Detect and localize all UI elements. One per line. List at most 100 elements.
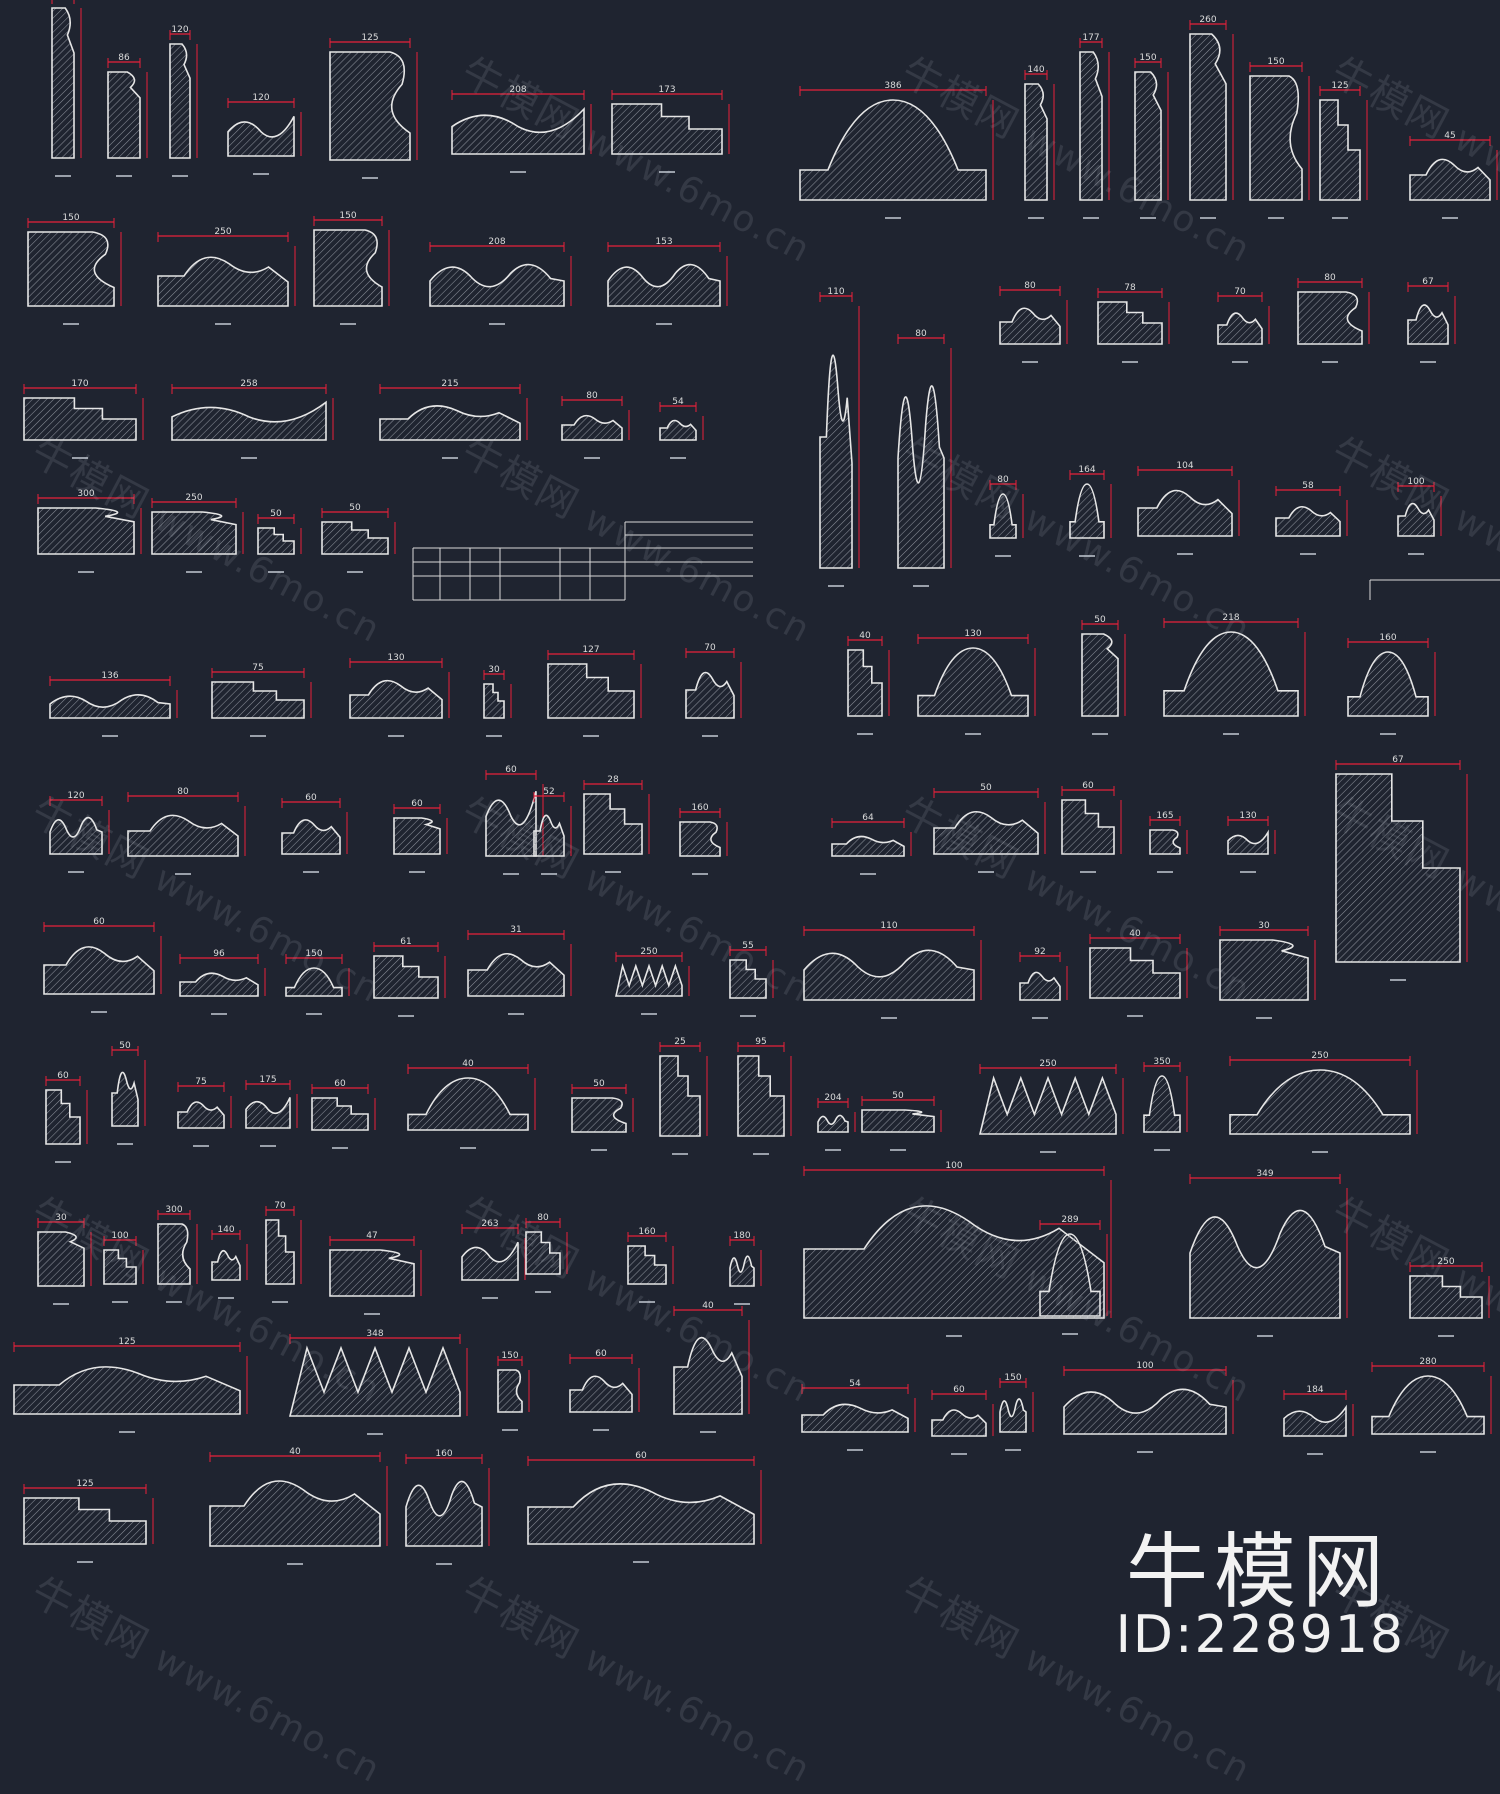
profile-section (547, 663, 635, 719)
molding-profile: 96 (179, 949, 266, 1015)
title-block (412, 521, 1500, 601)
dimension-label: 250 (1311, 1051, 1328, 1061)
profile-section (561, 414, 623, 441)
dimension-label: 60 (305, 793, 317, 803)
profile-section (1137, 489, 1233, 537)
molding-profiles: 1608612012012520817338614017715026015012… (13, 0, 1498, 1565)
dimension-label: 30 (55, 1213, 67, 1223)
molding-profile: 30 (483, 665, 512, 737)
profile-section (799, 99, 987, 201)
dimension-label: 40 (1129, 929, 1141, 939)
dimension-label: 120 (67, 791, 84, 801)
profile-section (497, 1369, 523, 1413)
dimension-label: 31 (510, 925, 521, 935)
dimension-label: 258 (240, 379, 257, 389)
profile-section (288, 1345, 461, 1417)
dimension-label: 150 (339, 211, 356, 221)
dimension-label: 130 (387, 653, 404, 663)
dimension-label: 160 (1379, 633, 1396, 643)
molding-profile: 125 (329, 33, 418, 179)
molding-profile: 95 (737, 1037, 792, 1155)
profile-section (405, 1480, 483, 1547)
dimension-label: 150 (1267, 57, 1284, 67)
molding-profile: 386 (799, 81, 994, 219)
molding-profile: 86 (107, 53, 148, 177)
profile-section (817, 1114, 849, 1133)
dimension-label: 40 (859, 631, 871, 641)
profile-section (533, 814, 565, 857)
molding-profile: 55 (729, 941, 774, 1017)
molding-profile: 150 (27, 213, 122, 325)
dimension-label: 47 (366, 1231, 377, 1241)
molding-profile: 348 (288, 1329, 468, 1435)
profile-section (999, 1398, 1027, 1433)
dimension-label: 170 (71, 379, 88, 389)
profile-section (169, 43, 191, 159)
dimension-label: 60 (411, 799, 423, 809)
molding-profile: 75 (211, 663, 312, 737)
profile-section (151, 511, 237, 555)
profile-section (111, 1071, 139, 1127)
molding-profile: 54 (801, 1379, 916, 1451)
molding-profile: 104 (1137, 461, 1240, 555)
profile-section (1275, 505, 1341, 537)
molding-profile: 70 (1217, 287, 1270, 363)
profile-section (931, 1409, 987, 1437)
molding-profile: 160 (679, 803, 728, 875)
molding-profile: 100 (103, 1231, 144, 1303)
molding-profile: 250 (157, 227, 296, 325)
dimension-label: 52 (543, 787, 554, 797)
molding-profile: 208 (451, 85, 592, 173)
profile-section (999, 307, 1061, 345)
dimension-label: 40 (462, 1059, 474, 1069)
molding-profile: 30 (1219, 921, 1316, 1019)
molding-profile: 218 (1163, 613, 1306, 735)
profile-section (227, 116, 295, 157)
dimension-label: 349 (1256, 1169, 1273, 1179)
profile-section (321, 521, 389, 555)
molding-profile: 170 (23, 379, 144, 459)
dimension-label: 289 (1061, 1215, 1078, 1225)
profile-section (1297, 291, 1363, 345)
dimension-label: 58 (1302, 481, 1314, 491)
dimension-label: 125 (361, 33, 378, 43)
molding-profile: 215 (379, 379, 528, 459)
dimension-label: 54 (849, 1379, 861, 1389)
molding-profile: 100 (803, 1161, 1112, 1337)
profile-section (989, 493, 1017, 539)
molding-profile: 150 (999, 1373, 1034, 1451)
molding-profile: 60 (311, 1079, 376, 1149)
profile-section (211, 1249, 241, 1281)
profile-section (1283, 1404, 1347, 1437)
dimension-label: 86 (118, 53, 130, 63)
molding-profile: 164 (1069, 465, 1112, 557)
molding-profile: 136 (49, 671, 178, 737)
dimension-label: 160 (638, 1227, 655, 1237)
dimension-label: 67 (1422, 277, 1433, 287)
profile-section (607, 263, 721, 307)
molding-profile: 250 (1229, 1051, 1418, 1153)
profile-section (803, 1205, 1105, 1319)
profile-section (429, 263, 565, 307)
dimension-label: 80 (177, 787, 189, 797)
dimension-label: 130 (964, 629, 981, 639)
profile-section (379, 405, 521, 441)
molding-profile: 40 (209, 1447, 388, 1565)
dimension-label: 136 (101, 671, 118, 681)
profile-section (1189, 1209, 1341, 1319)
dimension-label: 60 (595, 1349, 607, 1359)
molding-profile: 50 (571, 1079, 634, 1151)
profile-section (1319, 99, 1361, 201)
dimension-label: 50 (119, 1041, 131, 1051)
profile-section (1189, 33, 1227, 201)
dimension-label: 75 (195, 1077, 206, 1087)
profile-section (1089, 947, 1181, 999)
molding-profile: 349 (1189, 1169, 1348, 1337)
profile-section (311, 1097, 369, 1131)
profile-section (1063, 1388, 1227, 1435)
profile-section (329, 1249, 415, 1297)
molding-profile: 45 (1409, 131, 1498, 219)
dimension-label: 250 (1039, 1059, 1056, 1069)
molding-profile: 140 (1024, 65, 1055, 219)
molding-profile: 60 (931, 1385, 994, 1455)
